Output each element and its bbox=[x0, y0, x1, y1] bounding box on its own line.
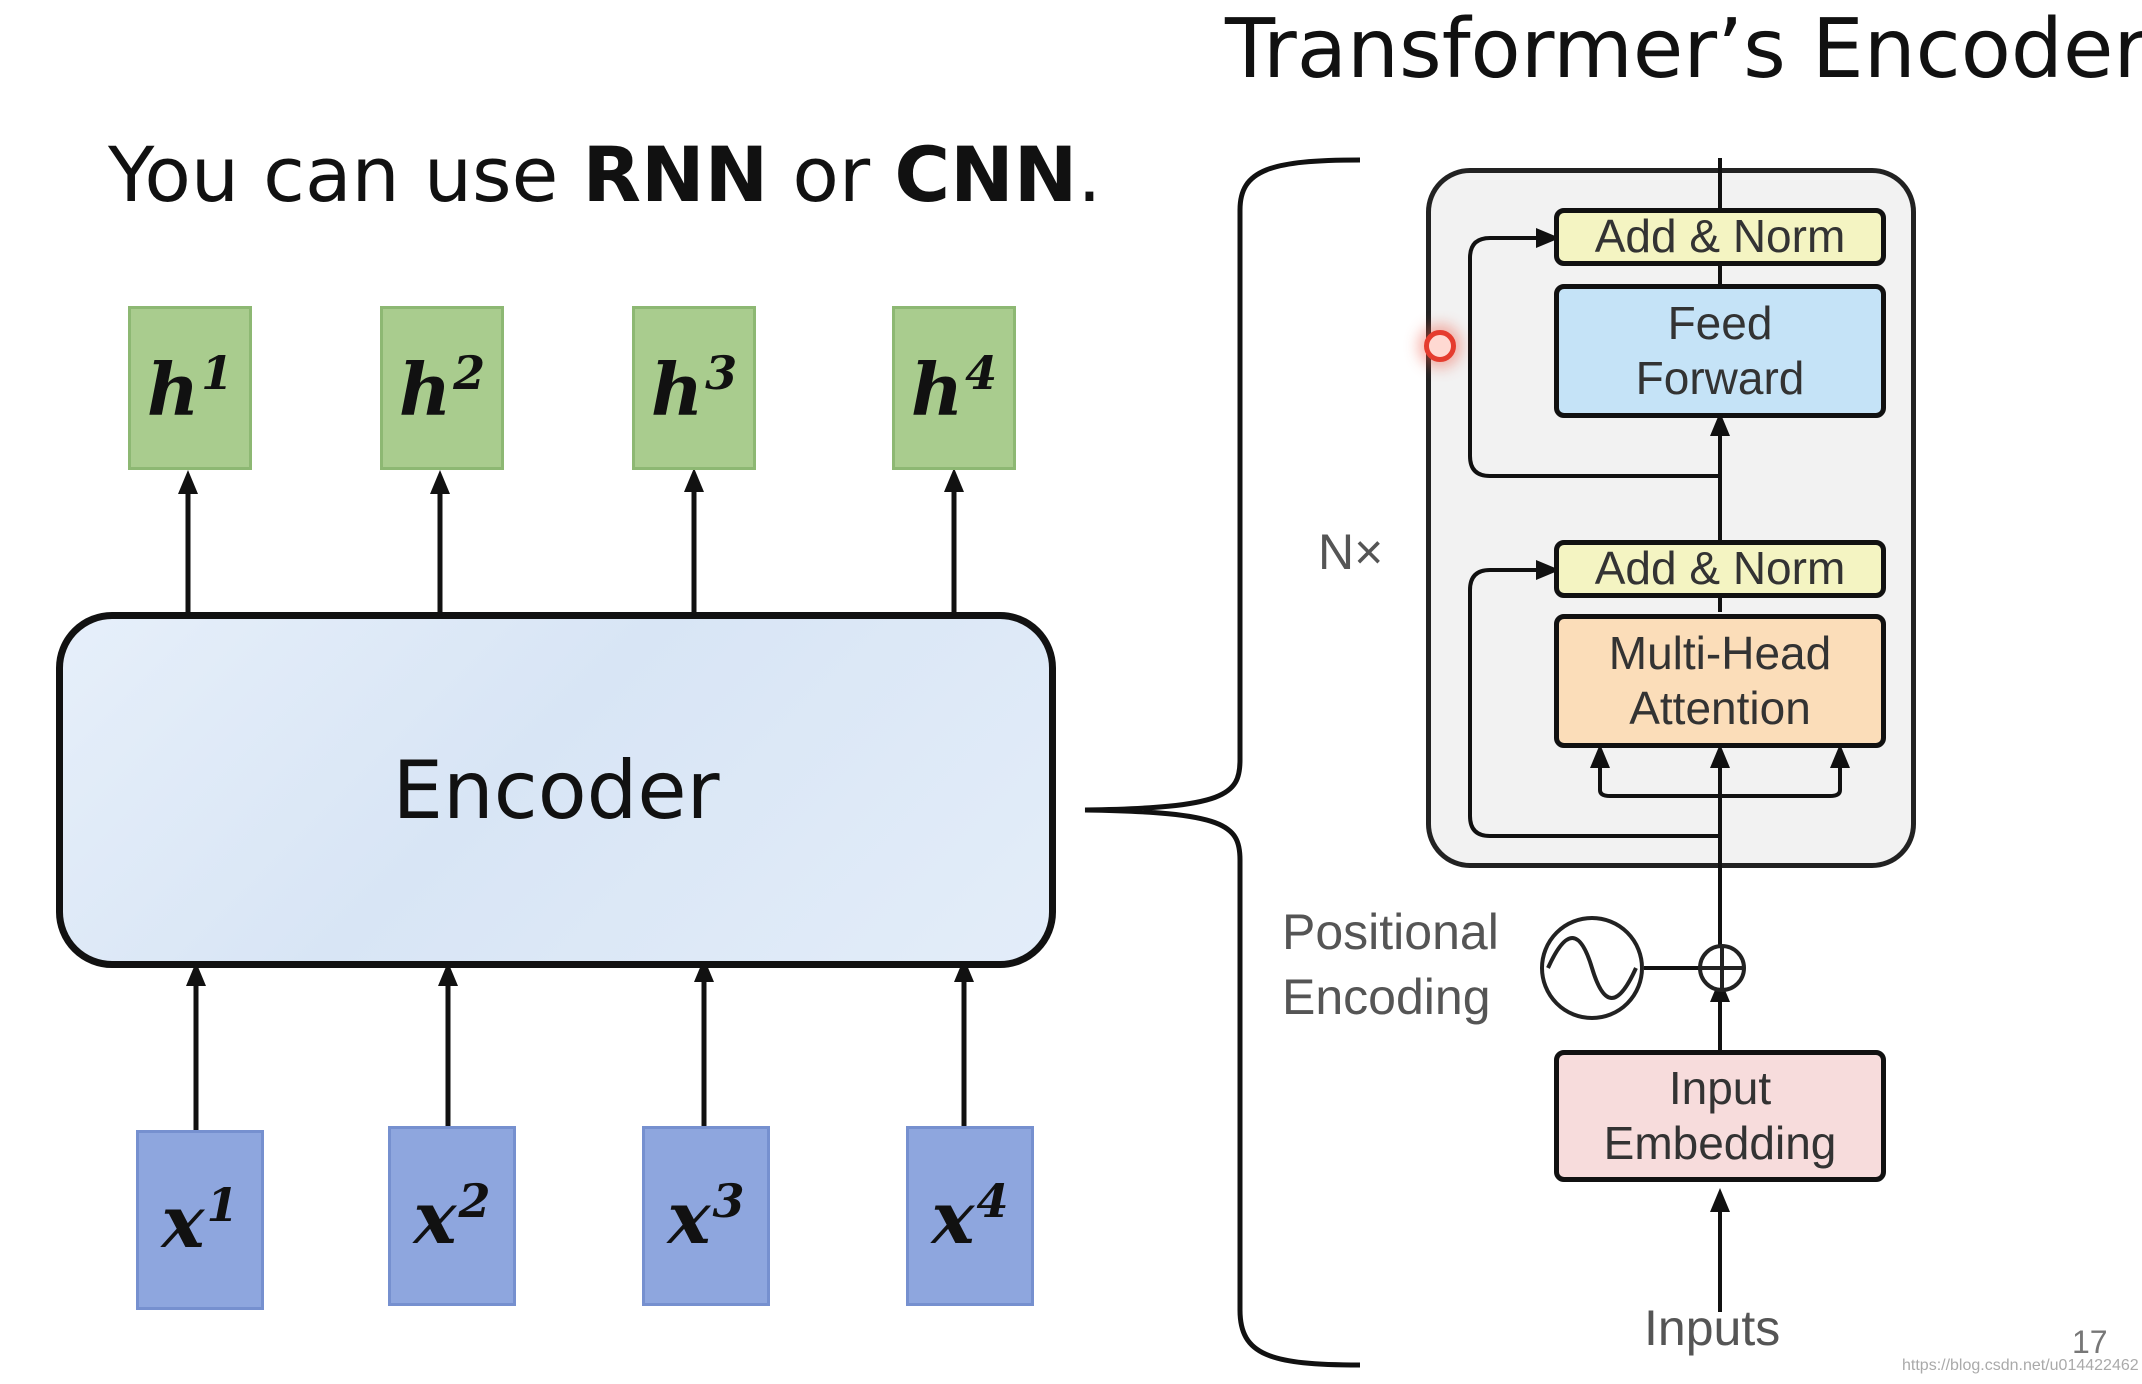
add-norm-bottom-label: Add & Norm bbox=[1594, 542, 1846, 595]
input-sup: 4 bbox=[976, 1174, 1009, 1228]
positional-encoding-label: Positional Encoding bbox=[1282, 900, 1499, 1030]
slide-number: 17 bbox=[2072, 1324, 2108, 1360]
input-embedding-box: Input Embedding bbox=[1554, 1050, 1886, 1182]
subtitle: You can use RNN or CNN. bbox=[108, 130, 1102, 219]
input-box-x3: x3 bbox=[642, 1126, 770, 1306]
encoder-label: Encoder bbox=[392, 743, 720, 837]
output-base: h bbox=[146, 347, 200, 432]
output-box-h1: h1 bbox=[128, 306, 252, 470]
transformer-connectors bbox=[1468, 158, 1850, 1312]
input-var: x4 bbox=[932, 1178, 1009, 1254]
input-box-x1: x1 bbox=[136, 1130, 264, 1310]
input-var: x3 bbox=[668, 1178, 745, 1254]
output-var: h1 bbox=[147, 350, 233, 426]
positional-encoding-line1: Positional bbox=[1282, 904, 1499, 960]
feed-forward-line1: Feed bbox=[1667, 296, 1773, 349]
output-base: h bbox=[910, 347, 964, 432]
feed-forward-line2: Forward bbox=[1635, 352, 1805, 404]
output-base: h bbox=[398, 347, 452, 432]
positional-encoding-icon bbox=[1540, 916, 1644, 1020]
output-var: h3 bbox=[651, 350, 737, 426]
output-box-h4: h4 bbox=[892, 306, 1016, 470]
output-box-h3: h3 bbox=[632, 306, 756, 470]
heading: Transformer’s Encoder bbox=[1225, 2, 2142, 97]
output-var: h2 bbox=[399, 350, 485, 426]
mha-line2: Attention bbox=[1629, 682, 1811, 734]
input-var: x2 bbox=[414, 1178, 491, 1254]
output-var: h4 bbox=[911, 350, 997, 426]
input-sup: 3 bbox=[712, 1174, 745, 1228]
input-embedding-line1: Input bbox=[1668, 1061, 1772, 1114]
subtitle-prefix: You can use bbox=[108, 130, 583, 219]
add-norm-top-label: Add & Norm bbox=[1594, 210, 1846, 263]
input-box-x2: x2 bbox=[388, 1126, 516, 1306]
laser-pointer-dot bbox=[1424, 330, 1456, 362]
output-box-h2: h2 bbox=[380, 306, 504, 470]
output-sup: 2 bbox=[453, 346, 486, 400]
subtitle-bold-cnn: CNN bbox=[894, 130, 1078, 219]
feed-forward-box: Feed Forward bbox=[1554, 284, 1886, 418]
subtitle-suffix: . bbox=[1077, 130, 1102, 219]
add-norm-top: Add & Norm bbox=[1554, 208, 1886, 266]
encoder-block: Encoder bbox=[56, 612, 1056, 968]
input-embedding-line2: Embedding bbox=[1603, 1117, 1837, 1169]
input-sup: 1 bbox=[206, 1178, 239, 1232]
multi-head-attention-box: Multi-Head Attention bbox=[1554, 614, 1886, 748]
curly-brace bbox=[1084, 157, 1361, 1368]
input-base: x bbox=[413, 1175, 457, 1260]
output-sup: 4 bbox=[965, 346, 998, 400]
input-var: x1 bbox=[162, 1182, 239, 1258]
output-base: h bbox=[650, 347, 704, 432]
input-base: x bbox=[667, 1175, 711, 1260]
positional-encoding-line2: Encoding bbox=[1282, 969, 1491, 1025]
output-sup: 1 bbox=[201, 346, 234, 400]
input-box-x4: x4 bbox=[906, 1126, 1034, 1306]
output-sup: 3 bbox=[705, 346, 738, 400]
add-norm-bottom: Add & Norm bbox=[1554, 540, 1886, 598]
output-arrows bbox=[178, 468, 964, 612]
input-sup: 2 bbox=[458, 1174, 491, 1228]
input-arrows bbox=[186, 958, 974, 1132]
add-circle-icon bbox=[1698, 944, 1746, 992]
watermark: https://blog.csdn.net/u014422462 bbox=[1902, 1357, 2139, 1374]
input-base: x bbox=[931, 1175, 975, 1260]
input-base: x bbox=[161, 1179, 205, 1264]
inputs-label: Inputs bbox=[1644, 1300, 1781, 1356]
subtitle-bold-rnn: RNN bbox=[582, 130, 769, 219]
subtitle-middle: or bbox=[768, 130, 895, 219]
mha-line1: Multi-Head bbox=[1608, 626, 1832, 679]
nx-label: N× bbox=[1318, 524, 1384, 580]
